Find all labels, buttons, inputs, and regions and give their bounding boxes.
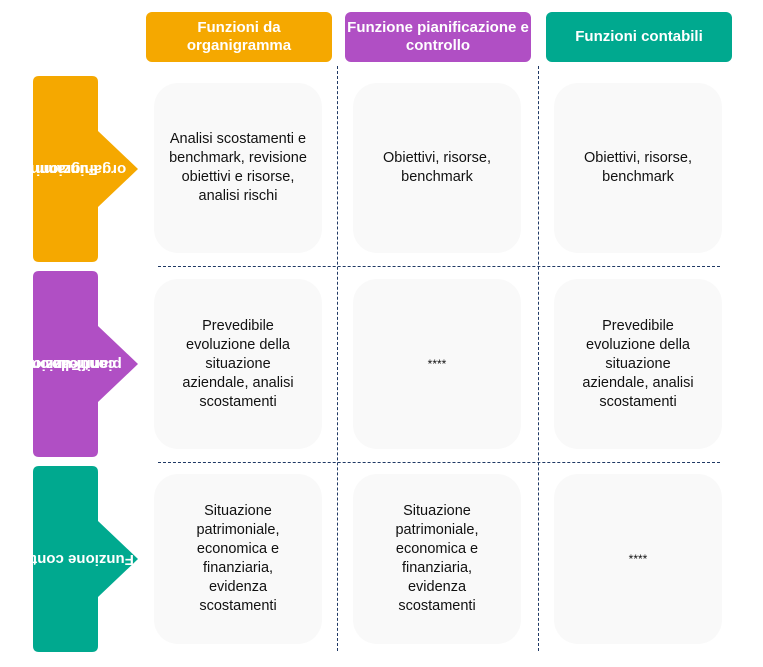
arrow-shape-icon <box>33 271 138 457</box>
matrix-cell: Situazione patrimoniale, economica e fin… <box>353 474 521 644</box>
matrix-cell: Prevedibile evoluzione della situazione … <box>154 279 322 449</box>
column-divider <box>337 66 338 651</box>
matrix-cell: Obiettivi, risorse, benchmark <box>554 83 722 253</box>
matrix-cell: **** <box>554 474 722 644</box>
column-header-label: Funzione pianificazione e controllo <box>347 19 529 54</box>
cell-text: Prevedibile evoluzione della situazione … <box>182 317 294 410</box>
column-header-pianificazione: Funzione pianificazione e controllo <box>345 12 531 62</box>
cell-text: Analisi scostamenti e benchmark, revisio… <box>169 131 307 204</box>
row-header-label: Funzione contabile <box>0 551 134 568</box>
column-divider <box>538 66 539 651</box>
matrix-cell: **** <box>353 279 521 449</box>
row-divider <box>158 266 720 267</box>
column-header-label: Funzioni da organigramma <box>186 19 292 54</box>
arrow-shape-icon <box>33 466 138 652</box>
column-header-contabili: Funzioni contabili <box>546 12 732 62</box>
cell-text: Obiettivi, risorse, benchmark <box>584 150 692 185</box>
cell-text: Obiettivi, risorse, benchmark <box>383 150 491 185</box>
matrix-cell: Situazione patrimoniale, economica e fin… <box>154 474 322 644</box>
cell-text: Situazione patrimoniale, economica e fin… <box>395 503 479 614</box>
cell-text: Situazione patrimoniale, economica e fin… <box>196 503 280 614</box>
cell-text: **** <box>427 356 447 371</box>
column-header-organigramma: Funzioni da organigramma <box>146 12 332 62</box>
cell-text: Prevedibile evoluzione della situazione … <box>582 317 694 410</box>
matrix-cell: Obiettivi, risorse, benchmark <box>353 83 521 253</box>
row-divider <box>158 462 720 463</box>
matrix-cell: Analisi scostamenti e benchmark, revisio… <box>154 83 322 253</box>
column-header-label: Funzioni contabili <box>575 28 703 45</box>
cell-text: **** <box>628 551 648 566</box>
arrow-shape-icon <box>33 76 138 262</box>
matrix-cell: Prevedibile evoluzione della situazione … <box>554 279 722 449</box>
row-header-contabile: Funzione contabile <box>0 466 143 652</box>
